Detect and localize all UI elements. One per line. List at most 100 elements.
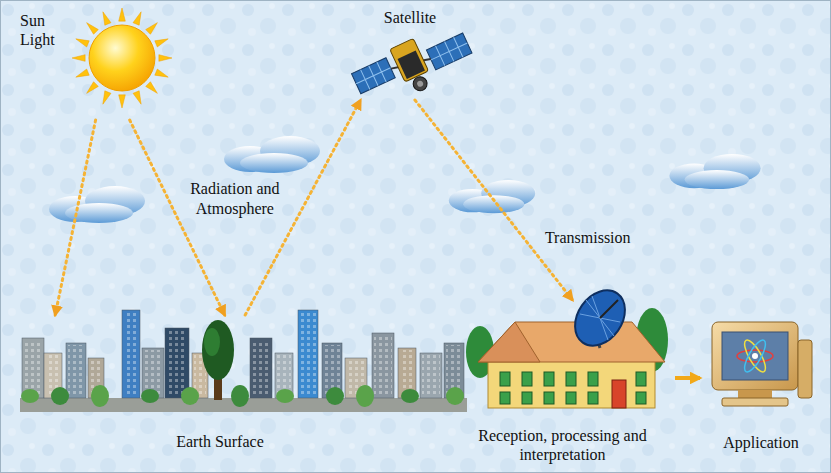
illustration-part bbox=[204, 328, 220, 356]
illustration-part bbox=[416, 80, 424, 88]
illustration-part bbox=[446, 345, 462, 394]
illustration-part bbox=[324, 345, 340, 394]
illustration-part bbox=[202, 320, 234, 380]
illustration-part bbox=[91, 385, 109, 407]
illustration-part bbox=[612, 380, 626, 408]
satellite-picture bbox=[349, 19, 477, 115]
illustration-part bbox=[119, 8, 126, 21]
illustration-part bbox=[446, 387, 464, 405]
sun-node: Sun Light bbox=[15, 5, 170, 120]
illustration-part bbox=[155, 69, 168, 77]
illustration-part bbox=[119, 95, 126, 108]
illustration-part bbox=[24, 340, 42, 394]
illustration-part bbox=[500, 392, 510, 404]
illustration-part bbox=[103, 12, 111, 25]
illustration-part bbox=[400, 350, 414, 394]
illustration-part bbox=[352, 58, 396, 94]
illustration-part bbox=[580, 296, 620, 340]
illustration-part bbox=[566, 392, 576, 404]
node-label: Sun Light bbox=[20, 11, 65, 49]
illustration-part bbox=[231, 385, 249, 407]
node-label: Satellite bbox=[384, 8, 436, 27]
illustration-part bbox=[722, 332, 788, 380]
illustration-part bbox=[181, 387, 199, 405]
illustration-part bbox=[588, 372, 598, 386]
clouds bbox=[49, 136, 761, 223]
radiation-arrow bbox=[55, 120, 95, 315]
illustration-part bbox=[22, 338, 44, 398]
illustration-part bbox=[21, 389, 39, 403]
illustration-part bbox=[240, 153, 308, 173]
illustration-part bbox=[588, 392, 598, 404]
illustration-part bbox=[522, 372, 532, 386]
edge-label: Radiation and Atmosphere bbox=[172, 179, 297, 217]
illustration-part bbox=[636, 372, 646, 386]
illustration-part bbox=[146, 82, 158, 94]
illustration-part bbox=[155, 39, 168, 47]
illustration-part bbox=[146, 23, 158, 35]
city-picture bbox=[20, 310, 467, 412]
illustration-part bbox=[411, 74, 430, 93]
illustration-part bbox=[488, 358, 655, 408]
illustration-part bbox=[500, 372, 510, 386]
illustration-part bbox=[600, 300, 618, 318]
illustration-part bbox=[685, 170, 750, 189]
illustration-part bbox=[798, 340, 812, 398]
illustration-part bbox=[426, 33, 472, 70]
illustration-part bbox=[51, 387, 69, 405]
illustration-part bbox=[426, 33, 472, 70]
illustration-part bbox=[326, 387, 344, 405]
illustration-part bbox=[21, 385, 464, 407]
illustration-part bbox=[565, 281, 635, 355]
illustration-part bbox=[669, 154, 760, 189]
illustration-part bbox=[22, 310, 464, 398]
illustration-part bbox=[133, 12, 141, 25]
illustration-part bbox=[420, 353, 442, 398]
illustration-part bbox=[72, 8, 172, 108]
illustration-part bbox=[522, 392, 532, 404]
illustration-part bbox=[141, 389, 159, 403]
illustration-part bbox=[401, 389, 419, 403]
illustration-part bbox=[252, 340, 270, 394]
illustration-part bbox=[478, 322, 540, 362]
illustration-part bbox=[250, 338, 272, 398]
illustration-part bbox=[159, 55, 172, 62]
illustration-part bbox=[722, 398, 788, 406]
illustration-part bbox=[352, 58, 396, 94]
illustration-part bbox=[276, 389, 294, 403]
illustration-part bbox=[752, 353, 758, 359]
illustration-part bbox=[133, 91, 141, 104]
illustration-part bbox=[167, 330, 187, 394]
satellite-node: Satellite bbox=[355, 4, 465, 100]
edge-label: Transmission bbox=[545, 228, 631, 247]
illustration-part bbox=[144, 350, 162, 394]
illustration-part bbox=[103, 91, 111, 104]
node-label: Application bbox=[723, 433, 799, 452]
illustration-part bbox=[372, 333, 394, 398]
application-node: Application bbox=[700, 300, 822, 460]
illustration-part bbox=[122, 310, 140, 398]
illustration-part bbox=[398, 51, 425, 79]
illustration-part bbox=[224, 136, 320, 173]
illustration-part bbox=[277, 355, 291, 394]
illustration-part bbox=[356, 385, 374, 407]
illustration-part bbox=[87, 23, 99, 35]
illustration-part bbox=[566, 372, 576, 386]
radiation-arrow bbox=[130, 120, 225, 315]
radiation-arrow bbox=[415, 100, 573, 300]
ground-station-picture bbox=[466, 281, 668, 408]
illustration-part bbox=[165, 328, 189, 398]
node-label: Reception, processing and interpretation bbox=[470, 426, 655, 464]
illustration-part bbox=[87, 82, 99, 94]
illustration-part bbox=[76, 39, 89, 47]
illustration-part bbox=[66, 343, 86, 398]
illustration-part bbox=[72, 55, 85, 62]
illustration-part bbox=[544, 392, 554, 404]
illustration-part bbox=[124, 312, 138, 394]
